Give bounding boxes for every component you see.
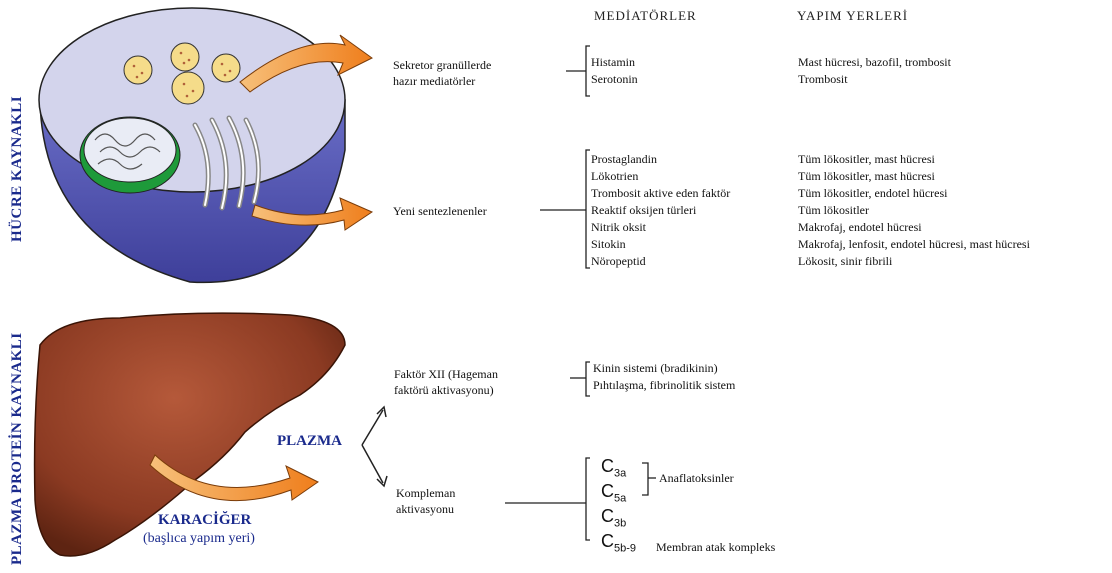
new-site-list: Tüm lökositler, mast hücresi Tüm lökosit… — [798, 151, 1030, 270]
complement-label-line1: Kompleman — [396, 486, 455, 501]
cell-source-label: HÜCRE KAYNAKLI — [9, 96, 26, 242]
complement-c3a: C3a — [601, 456, 626, 480]
mediator-prostaglandin: Prostaglandin — [591, 151, 730, 168]
mediator-paf: Trombosit aktive eden faktör — [591, 185, 730, 202]
plasma-branch-arrows — [362, 407, 387, 486]
site-neuropeptide: Lökosit, sinir fibrili — [798, 253, 1030, 270]
plasma-source-label: PLAZMA PROTEİN KAYNAKLI — [9, 332, 26, 565]
site-ros: Tüm lökositler — [798, 202, 1030, 219]
coagulation-system: Pıhtılaşma, fibrinolitik sistem — [593, 377, 735, 394]
mediator-cytokine: Sitokin — [591, 236, 730, 253]
mediator-neuropeptide: Nöropeptid — [591, 253, 730, 270]
new-synth-label: Yeni sentezlenenler — [393, 204, 487, 219]
site-nitric-oxide: Makrofaj, endotel hücresi — [798, 219, 1030, 236]
preformed-site-list: Mast hücresi, bazofil, trombosit Trombos… — [798, 54, 951, 88]
site-cytokine: Makrofaj, lenfosit, endotel hücresi, mas… — [798, 236, 1030, 253]
sites-header: YAPIM YERLERİ — [797, 8, 908, 24]
preformed-label-line1: Sekretor granüllerde — [393, 58, 491, 73]
preformed-mediator-list: Histamin Serotonin — [591, 54, 638, 88]
site-histamine: Mast hücresi, bazofil, trombosit — [798, 54, 951, 71]
anaphylatoxins-label: Anaflatoksinler — [659, 471, 734, 486]
brackets — [505, 46, 656, 540]
membrane-attack-complex-label: Membran atak kompleks — [656, 540, 775, 555]
plasma-label: PLAZMA — [277, 433, 342, 450]
complement-label-line2: aktivasyonu — [396, 502, 454, 517]
kinin-system: Kinin sistemi (bradikinin) — [593, 360, 735, 377]
factor-xii-items: Kinin sistemi (bradikinin) Pıhtılaşma, f… — [593, 360, 735, 394]
site-paf: Tüm lökositler, endotel hücresi — [798, 185, 1030, 202]
mediator-histamine: Histamin — [591, 54, 638, 71]
site-serotonin: Trombosit — [798, 71, 951, 88]
mediator-nitric-oxide: Nitrik oksit — [591, 219, 730, 236]
mediators-header: MEDİATÖRLER — [594, 8, 697, 24]
complement-c3b: C3b — [601, 506, 626, 530]
new-mediator-list: Prostaglandin Lökotrien Trombosit aktive… — [591, 151, 730, 270]
liver-sublabel: (başlıca yapım yeri) — [143, 531, 255, 547]
liver-label: KARACİĞER — [158, 512, 251, 529]
mediator-ros: Reaktif oksijen türleri — [591, 202, 730, 219]
complement-c5a: C5a — [601, 481, 626, 505]
complement-c5b-9: C5b-9 — [601, 531, 636, 555]
endoplasmic-reticulum — [80, 117, 180, 193]
mediator-leukotriene: Lökotrien — [591, 168, 730, 185]
preformed-label-line2: hazır mediatörler — [393, 74, 475, 89]
factor-xii-label-line1: Faktör XII (Hageman — [394, 367, 498, 382]
factor-xii-label-line2: faktörü aktivasyonu) — [394, 383, 494, 398]
site-leukotriene: Tüm lökositler, mast hücresi — [798, 168, 1030, 185]
mediator-serotonin: Serotonin — [591, 71, 638, 88]
site-prostaglandin: Tüm lökositler, mast hücresi — [798, 151, 1030, 168]
